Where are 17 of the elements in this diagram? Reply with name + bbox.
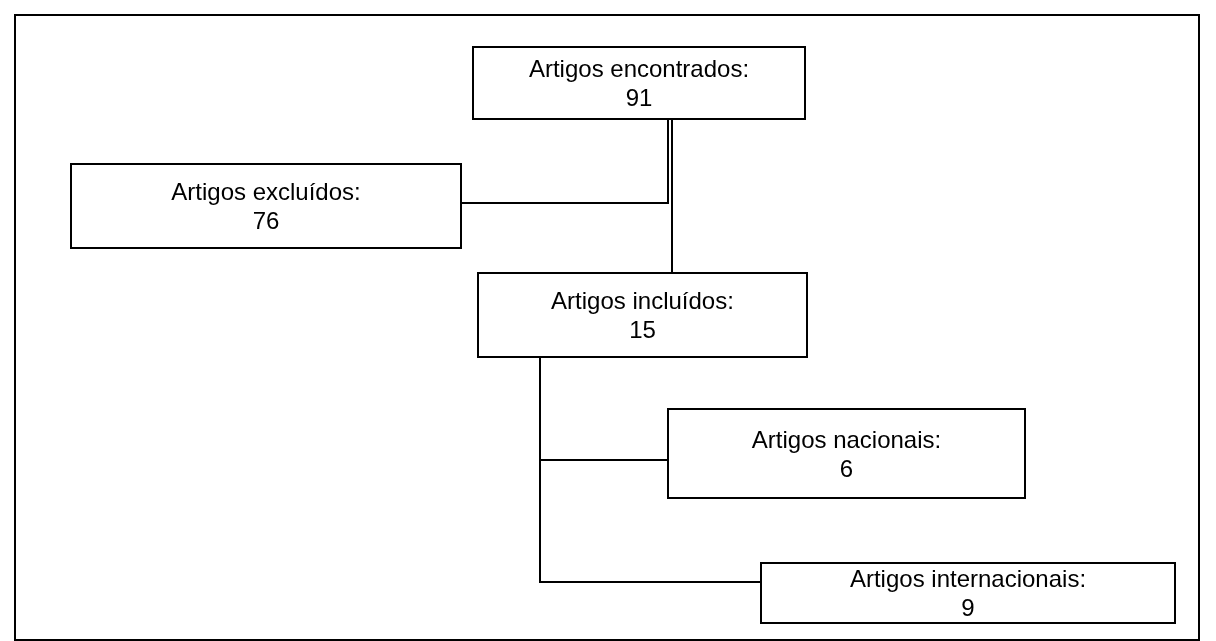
connector-line <box>671 119 673 273</box>
box-count: 9 <box>961 593 975 622</box>
box-heading: Artigos encontrados: <box>528 54 750 83</box>
process-box <box>667 408 1026 499</box>
process-box <box>472 46 806 120</box>
process-box <box>70 163 462 249</box>
box-count: 15 <box>629 315 656 344</box>
box-heading: Artigos nacionais: <box>751 424 942 454</box>
process-box <box>760 562 1176 624</box>
connector-line <box>461 119 669 204</box>
box-heading: Artigos excluídos: <box>171 177 361 206</box>
box-heading: Artigos internacionais: <box>849 564 1087 593</box>
box-count: 91 <box>625 83 653 112</box>
process-box <box>477 272 808 358</box>
box-count: 76 <box>252 206 280 235</box>
box-heading: Artigos incluídos: <box>551 286 734 315</box>
box-count: 6 <box>839 453 854 483</box>
